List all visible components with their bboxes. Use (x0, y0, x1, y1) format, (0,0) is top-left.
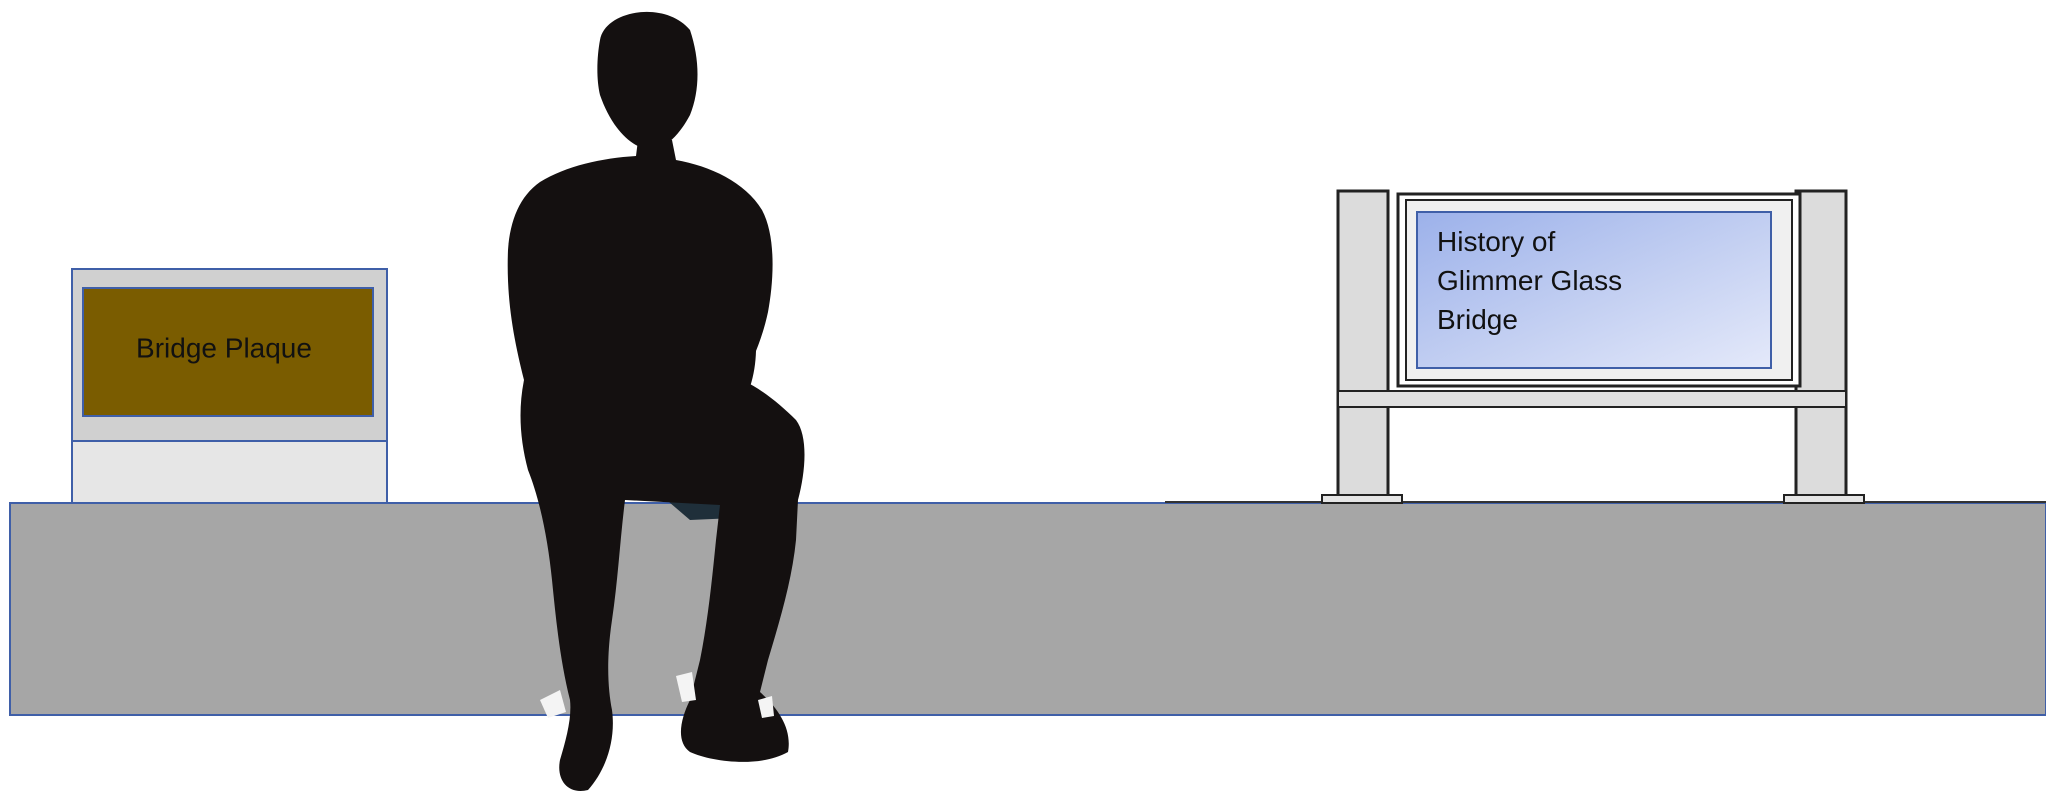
person-head (597, 12, 697, 148)
left-post-footing (1322, 495, 1402, 503)
history-sign-structure: History of Glimmer Glass Bridge (1322, 191, 1864, 503)
right-post-footing (1784, 495, 1864, 503)
walkway-surface (10, 503, 2046, 715)
sign-cross-rail (1338, 391, 1846, 407)
bridge-plaque-stand: Bridge Plaque (72, 269, 387, 503)
history-sign-line-1: History of (1437, 226, 1555, 257)
plaque-label: Bridge Plaque (136, 332, 312, 363)
history-sign-line-3: Bridge (1437, 304, 1518, 335)
history-sign-line-2: Glimmer Glass (1437, 265, 1622, 296)
right-sign-post (1796, 191, 1846, 497)
ground-slab (10, 502, 2046, 715)
plaque-base (72, 441, 387, 503)
left-sign-post (1338, 191, 1388, 497)
